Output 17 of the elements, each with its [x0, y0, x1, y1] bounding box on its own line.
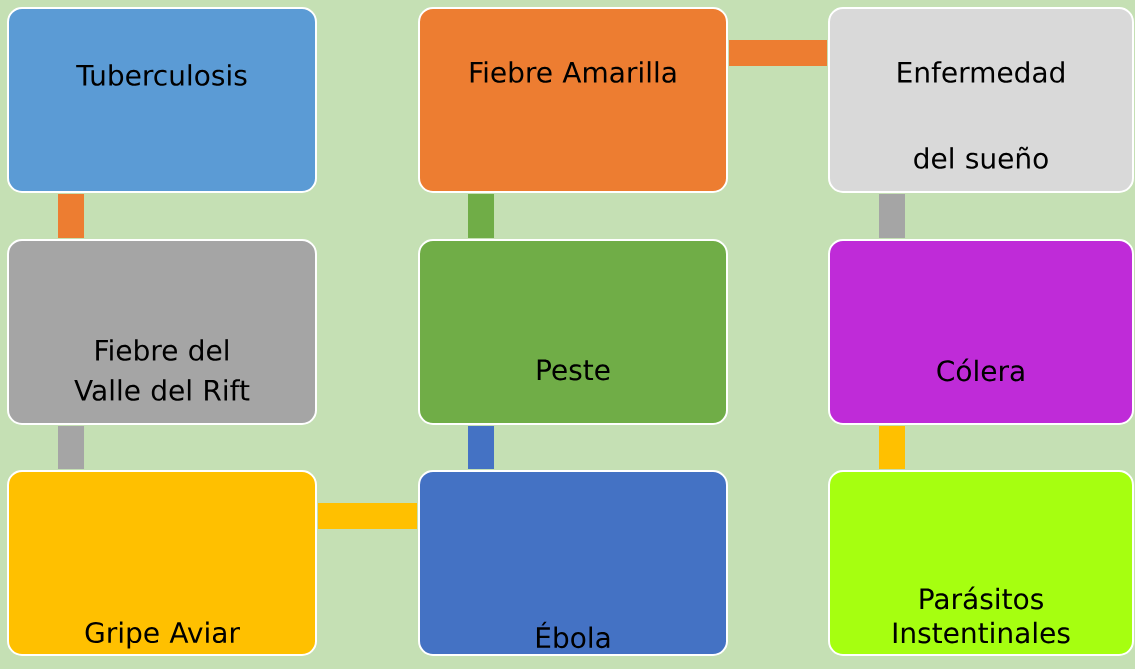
connector-bar — [879, 426, 905, 469]
process-box: Parásitos Instentinales — [828, 470, 1134, 656]
process-box: Enfermedad del sueño — [828, 7, 1134, 193]
connector-bar — [879, 194, 905, 238]
process-box: Tuberculosis — [7, 7, 317, 193]
process-box: Fiebre Amarilla — [418, 7, 728, 193]
process-box: Cólera — [828, 239, 1134, 425]
connector-bar — [58, 426, 84, 469]
process-box: Fiebre del Valle del Rift — [7, 239, 317, 425]
connector-bar — [58, 194, 84, 238]
connector-bar — [468, 426, 494, 469]
connector-bar — [468, 194, 494, 238]
process-box: Gripe Aviar — [7, 470, 317, 656]
connector-bar — [729, 40, 827, 66]
connector-bar — [318, 503, 417, 529]
process-box: Peste — [418, 239, 728, 425]
process-box: Ébola — [418, 470, 728, 656]
